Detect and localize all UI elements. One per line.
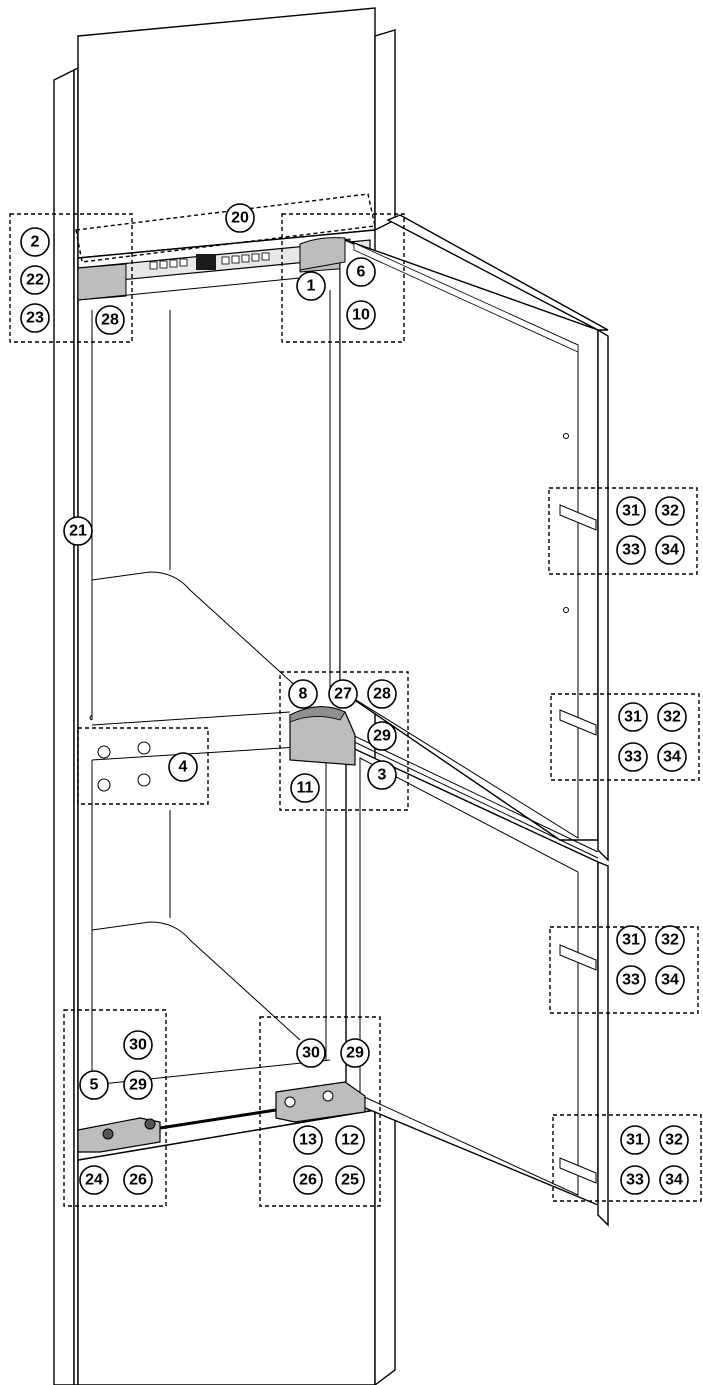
svg-text:32: 32 (665, 1132, 683, 1149)
callout-29-left: 29 (123, 1070, 153, 1100)
svg-text:31: 31 (622, 932, 640, 949)
svg-text:33: 33 (622, 972, 640, 989)
callout-29-right: 29 (340, 1038, 370, 1068)
svg-text:21: 21 (69, 523, 87, 540)
callout-31-b: 31 (618, 702, 648, 732)
callout-10: 10 (346, 300, 376, 330)
hole-pattern-icon (97, 741, 151, 792)
callout-33-d: 33 (620, 1165, 650, 1195)
svg-text:2: 2 (31, 234, 40, 251)
svg-text:29: 29 (373, 728, 391, 745)
callout-5: 5 (79, 1070, 109, 1100)
svg-text:10: 10 (352, 307, 370, 324)
callout-33-b: 33 (618, 742, 648, 772)
svg-text:32: 32 (661, 503, 679, 520)
callout-28-top: 28 (95, 305, 125, 335)
callout-28-mid: 28 (367, 679, 397, 709)
svg-text:28: 28 (101, 312, 119, 329)
callout-31-a: 31 (616, 496, 646, 526)
callout-21: 21 (63, 516, 93, 546)
callout-8: 8 (288, 679, 318, 709)
callout-30-right: 30 (296, 1038, 326, 1068)
bottom-right-hinge-icon (275, 1081, 366, 1123)
callout-32-b: 32 (657, 702, 687, 732)
callout-31-d: 31 (620, 1125, 650, 1155)
upper-door (339, 214, 609, 862)
cabinet-left-panel (53, 66, 79, 1385)
svg-text:1: 1 (307, 278, 316, 295)
svg-text:29: 29 (129, 1077, 147, 1094)
svg-text:34: 34 (661, 972, 679, 989)
callout-33-a: 33 (616, 535, 646, 565)
svg-text:8: 8 (299, 686, 308, 703)
mounting-bracket-icon (559, 504, 597, 1184)
svg-text:34: 34 (665, 1172, 683, 1189)
svg-text:23: 23 (26, 310, 44, 327)
svg-text:31: 31 (622, 503, 640, 520)
svg-text:26: 26 (129, 1172, 147, 1189)
callout-29-mid: 29 (367, 721, 397, 751)
svg-text:31: 31 (624, 709, 642, 726)
svg-text:22: 22 (26, 272, 44, 289)
svg-text:33: 33 (624, 749, 642, 766)
bottom-left-hinge-icon (77, 1108, 277, 1153)
callout-23: 23 (20, 303, 50, 333)
callout-32-c: 32 (655, 925, 685, 955)
callout-22: 22 (20, 265, 50, 295)
callout-34-c: 34 (655, 965, 685, 995)
svg-text:31: 31 (626, 1132, 644, 1149)
callout-34-a: 34 (655, 535, 685, 565)
callout-33-c: 33 (616, 965, 646, 995)
callout-4: 4 (168, 752, 198, 782)
callout-32-a: 32 (655, 496, 685, 526)
callout-26-left: 26 (123, 1165, 153, 1195)
svg-text:4: 4 (179, 759, 188, 776)
svg-text:27: 27 (334, 686, 352, 703)
svg-text:33: 33 (626, 1172, 644, 1189)
callout-31-c: 31 (616, 925, 646, 955)
hinge-icon (289, 706, 356, 766)
svg-text:25: 25 (341, 1172, 359, 1189)
callout-12: 12 (335, 1125, 365, 1155)
svg-text:12: 12 (341, 1132, 359, 1149)
svg-text:3: 3 (378, 767, 387, 784)
svg-text:32: 32 (663, 709, 681, 726)
svg-text:28: 28 (373, 686, 391, 703)
callout-24: 24 (79, 1165, 109, 1195)
svg-text:13: 13 (299, 1132, 317, 1149)
callout-27: 27 (328, 679, 358, 709)
callout-32-d: 32 (659, 1125, 689, 1155)
control-panel-icon (149, 252, 270, 270)
callout-34-b: 34 (657, 742, 687, 772)
callout-11: 11 (290, 773, 320, 803)
svg-text:34: 34 (661, 542, 679, 559)
svg-text:34: 34 (663, 749, 681, 766)
top-hinge-icon (299, 237, 346, 271)
svg-text:20: 20 (231, 210, 249, 227)
svg-text:33: 33 (622, 542, 640, 559)
callout-2: 2 (20, 227, 50, 257)
lower-door (345, 731, 609, 1227)
svg-text:30: 30 (129, 1037, 147, 1054)
callout-3: 3 (367, 760, 397, 790)
callout-34-d: 34 (659, 1165, 689, 1195)
svg-text:30: 30 (302, 1045, 320, 1062)
callout-labels: 2 22 23 28 20 1 6 10 21 31 32 33 34 8 27… (20, 203, 689, 1195)
callout-26-right: 26 (293, 1165, 323, 1195)
svg-text:32: 32 (661, 932, 679, 949)
callout-6: 6 (346, 257, 376, 287)
svg-text:29: 29 (346, 1045, 364, 1062)
callout-1: 1 (296, 271, 326, 301)
svg-text:26: 26 (299, 1172, 317, 1189)
callout-boxes (9, 193, 702, 1207)
svg-text:5: 5 (90, 1077, 99, 1094)
callout-25: 25 (335, 1165, 365, 1195)
svg-text:11: 11 (297, 780, 314, 797)
callout-13: 13 (293, 1125, 323, 1155)
callout-30-left: 30 (123, 1030, 153, 1060)
svg-text:24: 24 (85, 1172, 103, 1189)
callout-20: 20 (225, 203, 255, 233)
svg-text:6: 6 (357, 264, 366, 281)
